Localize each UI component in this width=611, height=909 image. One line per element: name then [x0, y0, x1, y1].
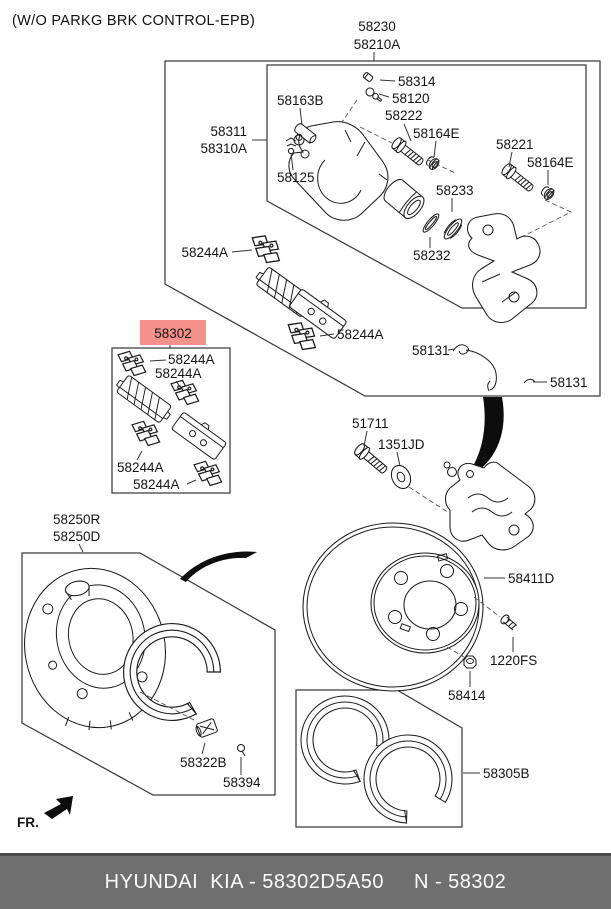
kit-clip-drawing-4 [193, 460, 223, 487]
footer-catalog-text: HYUNDAI KIA - 58302D5A50 [104, 871, 384, 893]
backing-plate-box [21, 552, 276, 796]
piston-boot-drawing [443, 218, 463, 240]
carrier-bracket-drawing [466, 213, 541, 324]
shoe-kit-drawing-1 [293, 688, 397, 792]
part-label-58244a-6[interactable]: 58244A [133, 477, 180, 492]
leader-lines [78, 52, 549, 775]
piston-seal-drawing [422, 213, 440, 233]
boot-ring-drawing [285, 137, 297, 155]
part-label-58394[interactable]: 58394 [223, 775, 261, 790]
brake-wire-drawing [452, 344, 536, 392]
part-label-58411d[interactable]: 58411D [508, 571, 555, 586]
part-label-58221[interactable]: 58221 [496, 137, 534, 152]
rod-bushing-upper-drawing [423, 153, 442, 172]
brake-disc-drawing [302, 522, 484, 692]
part-label-58164e-2[interactable]: 58164E [527, 155, 574, 170]
pointer-swoosh-upper [464, 397, 504, 479]
kit-clip-drawing-1 [117, 350, 147, 377]
shoe-kit-drawing-2 [355, 726, 461, 832]
part-label-1220fs[interactable]: 1220FS [490, 653, 537, 668]
part-label-58250r[interactable]: 58250R [53, 512, 101, 527]
disc-screw-drawing [500, 614, 518, 631]
part-label-58314[interactable]: 58314 [398, 74, 436, 89]
part-label-58305b[interactable]: 58305B [483, 766, 530, 781]
part-label-58230[interactable]: 58230 [358, 19, 396, 34]
caliper-installed-drawing [443, 461, 536, 551]
pad-clip-drawing-1 [248, 233, 284, 265]
pad-kit-box [111, 347, 231, 494]
part-label-58244a-1[interactable]: 58244A [181, 245, 228, 260]
part-label-58232[interactable]: 58232 [413, 248, 451, 263]
part-label-58131-1[interactable]: 58131 [412, 343, 450, 358]
part-label-58164e-1[interactable]: 58164E [413, 126, 460, 141]
part-label-58250d[interactable]: 58250D [53, 529, 101, 544]
part-label-58310a[interactable]: 58310A [200, 141, 247, 156]
shoe-hold-screw-drawing [236, 743, 246, 757]
kit-clip-drawing-3 [131, 420, 161, 447]
backing-plate-drawing [24, 567, 235, 735]
part-label-58163b[interactable]: 58163B [277, 93, 324, 108]
part-label-58414[interactable]: 58414 [448, 688, 486, 703]
footer-bar: HYUNDAI KIA - 58302D5A50 N - 58302 [0, 853, 611, 909]
part-label-51711[interactable]: 51711 [352, 416, 389, 431]
part-label-58125[interactable]: 58125 [277, 170, 315, 185]
highlighted-part-callout[interactable]: 58302 [140, 320, 206, 345]
shoe-adjuster-drawing [195, 718, 218, 738]
bleeder-cap-drawing [362, 72, 374, 82]
part-label-58244a-2[interactable]: 58244A [337, 327, 384, 342]
caliper-body-drawing [288, 121, 389, 221]
part-label-58322b[interactable]: 58322B [180, 755, 227, 770]
caliper-exploded-drawing [285, 72, 573, 324]
part-label-58233[interactable]: 58233 [436, 183, 474, 198]
part-label-58302-highlighted[interactable]: 58302 [154, 326, 192, 341]
cap-nut-drawing [463, 655, 477, 669]
part-label-58120[interactable]: 58120 [392, 91, 430, 106]
part-label-58244a-4[interactable]: 58244A [155, 366, 202, 381]
variant-note: (W/O PARKG BRK CONTROL-EPB) [12, 13, 256, 29]
fr-direction-label: FR. [17, 815, 39, 830]
part-label-58131-2[interactable]: 58131 [550, 375, 588, 390]
part-label-58244a-5[interactable]: 58244A [117, 460, 164, 475]
washer-drawing [390, 464, 412, 490]
part-label-1351jd[interactable]: 1351JD [378, 437, 425, 452]
part-label-58222[interactable]: 58222 [385, 108, 423, 123]
caliper-assembly-callout-box [164, 60, 601, 397]
rod-bushing-lower-drawing [538, 183, 557, 202]
pointer-swoosh-lower [180, 551, 257, 582]
part-label-58244a-3[interactable]: 58244A [168, 352, 215, 367]
kit-clip-drawing-2 [170, 379, 200, 406]
pad-clip-drawing-2 [284, 320, 320, 352]
footer-group-ref: N - 58302 [413, 871, 507, 893]
highlight-background[interactable] [140, 320, 206, 345]
part-label-58311[interactable]: 58311 [210, 124, 247, 139]
guide-rod-bolt-drawing [294, 123, 317, 144]
part-label-58210a[interactable]: 58210A [354, 37, 401, 52]
bleeder-screw-drawing [365, 87, 383, 103]
kit-pad-plain-drawing [170, 408, 230, 461]
piston-drawing [383, 178, 425, 220]
fr-direction-arrow-icon [44, 796, 73, 819]
